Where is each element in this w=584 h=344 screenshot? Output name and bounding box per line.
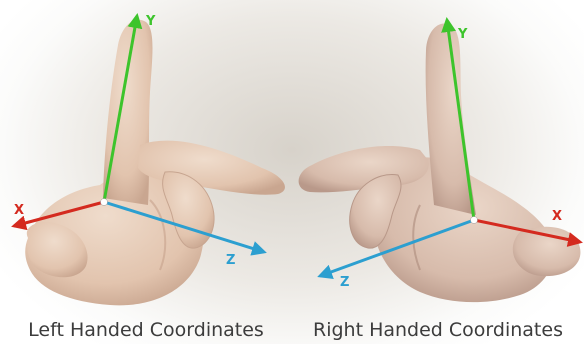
left-y-label: Y — [145, 14, 156, 29]
right-z-label: Z — [340, 275, 349, 290]
left-x-label: X — [14, 203, 24, 218]
right-caption: Right Handed Coordinates — [292, 318, 584, 342]
right-y-label: Y — [457, 27, 468, 42]
right-origin-dot — [471, 217, 478, 224]
right-hand — [299, 23, 581, 302]
right-x-label: X — [552, 209, 562, 224]
left-hand-index-finger — [103, 20, 153, 205]
left-hand — [25, 20, 285, 306]
left-origin-dot — [101, 199, 108, 206]
left-caption: Left Handed Coordinates — [0, 318, 292, 342]
left-z-label: Z — [226, 253, 235, 268]
